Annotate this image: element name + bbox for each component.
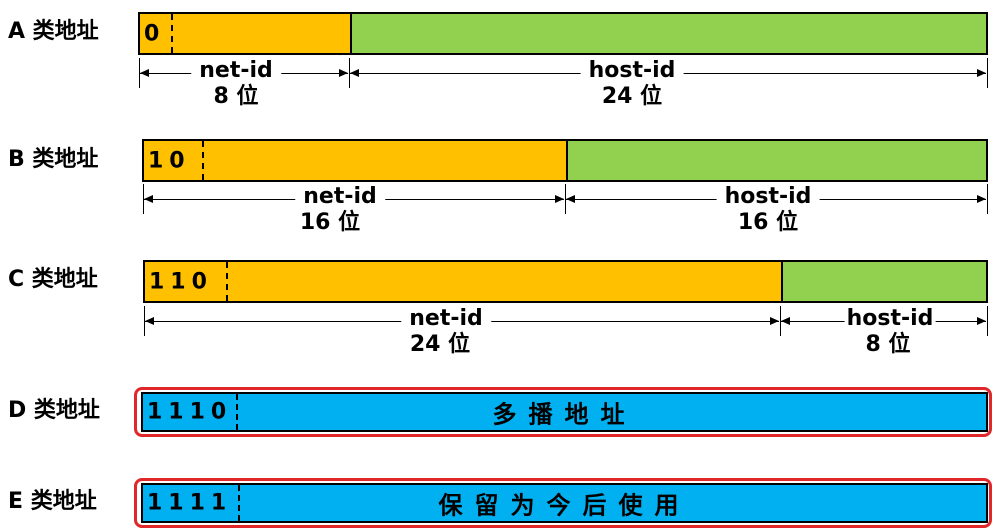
class-b-tick-left [143,184,144,214]
class-a-host-label: host-id [580,58,684,84]
class-b-net-label: net-id [295,184,385,210]
class-c-net-label: net-id [401,306,491,332]
class-d-label: D 类地址 [8,398,100,423]
class-b-bar: 10 [142,139,988,182]
class-c-tick-mid [780,306,781,336]
class-d-segment [143,394,986,430]
class-c-host-arrow-left [781,317,790,325]
class-e-bar: 1111 保留为今后使用 [141,483,988,523]
class-e-prefix: 1111 [147,490,233,516]
class-c-net-arrow-left [145,317,154,325]
class-a-tick-mid [349,58,350,88]
class-a-host-segment [350,14,986,53]
class-d-prefix: 1110 [147,399,233,425]
class-a-host-bits: 24 位 [601,84,663,109]
class-a-tick-right [987,58,988,88]
class-d-purpose: 多播地址 [492,400,637,429]
class-a-net-arrow-left [140,69,149,77]
class-b-host-bits: 16 位 [737,210,799,235]
class-c-bar: 110 [143,260,988,303]
class-a-bar: 0 [138,12,988,55]
class-b-net-arrow-right [555,195,564,203]
class-a-tick-left [139,58,140,88]
class-c-host-bits: 8 位 [865,332,911,357]
class-b-host-label: host-id [716,184,820,210]
class-a-net-bits: 8 位 [213,84,259,109]
class-b-net-segment [144,141,566,180]
class-c-host-segment [781,262,986,301]
class-a-net-label: net-id [191,58,281,84]
class-a-host-arrow-left [350,69,359,77]
class-d-highlight [134,387,992,437]
class-c-net-segment [145,262,781,301]
class-c-host-label: host-id [844,306,936,332]
class-e-label: E 类地址 [8,489,97,514]
class-b-net-bits: 16 位 [299,210,361,235]
class-d-prefix-divider [236,394,238,430]
class-a-prefix: 0 [144,21,166,46]
class-b-host-arrow-right [977,195,986,203]
class-b-prefix: 10 [148,148,191,173]
class-c-label: C 类地址 [8,267,98,292]
class-b-host-arrow-left [566,195,575,203]
class-c-prefix: 110 [149,269,213,294]
class-b-tick-mid [565,184,566,214]
class-b-host-segment [566,141,986,180]
class-a-label: A 类地址 [8,19,99,44]
class-e-purpose: 保留为今后使用 [438,491,691,520]
class-c-tick-right [987,306,988,336]
class-c-net-arrow-right [770,317,779,325]
class-c-tick-left [144,306,145,336]
class-e-segment [143,485,986,521]
class-b-tick-right [987,184,988,214]
class-e-highlight [134,478,992,528]
class-c-host-arrow-right [977,317,986,325]
class-c-net-bits: 24 位 [409,332,471,357]
class-a-prefix-divider [171,14,173,53]
class-d-bar: 1110 多播地址 [141,392,988,432]
class-a-net-segment [140,14,350,53]
class-b-label: B 类地址 [8,147,99,172]
class-c-prefix-divider [226,262,228,301]
class-a-net-arrow-right [339,69,348,77]
class-b-net-arrow-left [144,195,153,203]
class-a-host-arrow-right [977,69,986,77]
class-e-prefix-divider [238,485,240,521]
class-b-prefix-divider [202,141,204,180]
